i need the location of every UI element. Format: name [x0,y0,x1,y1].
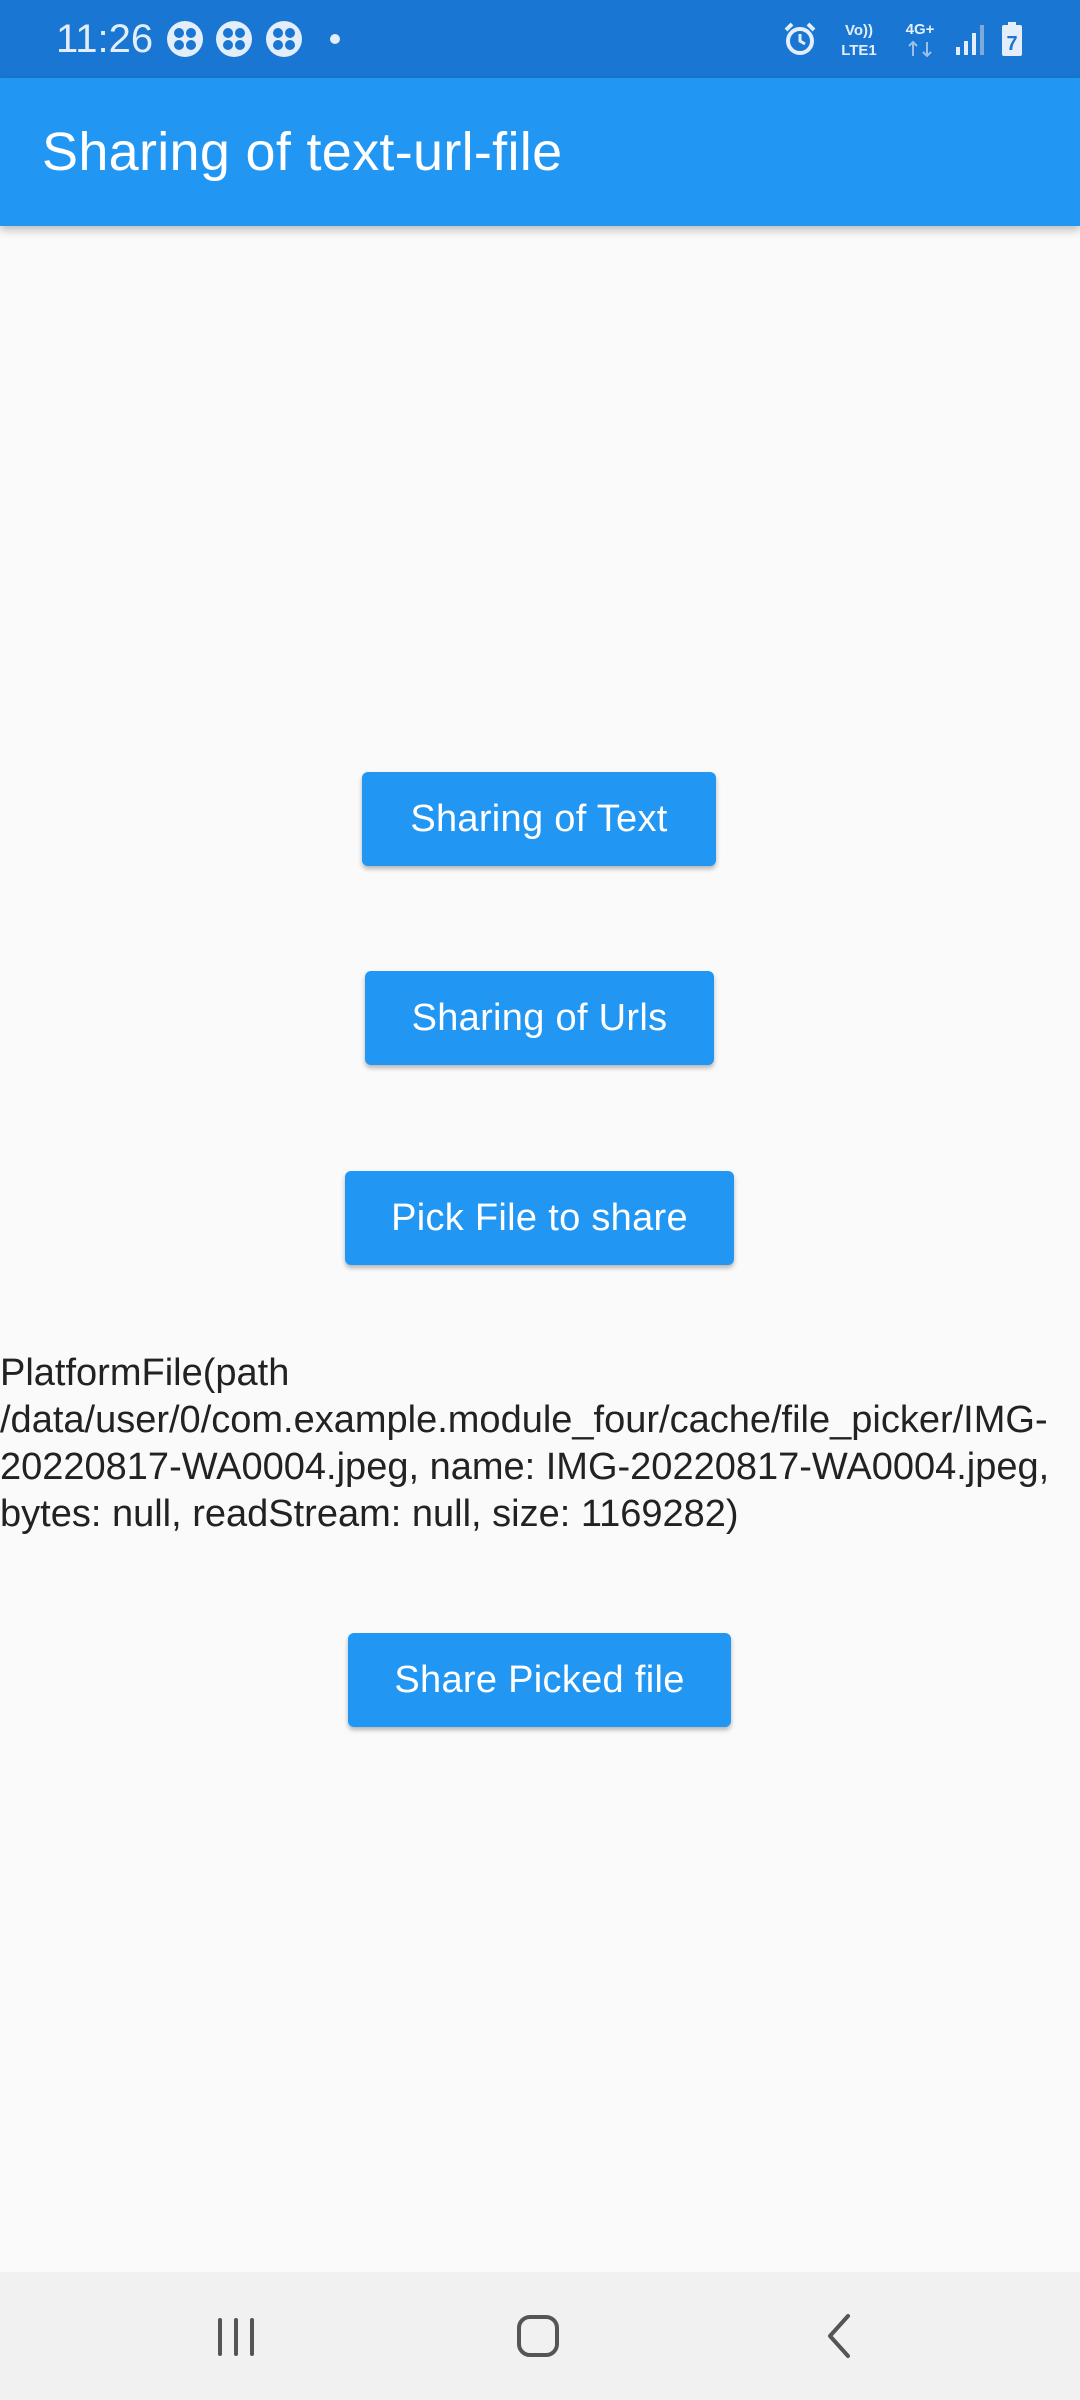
battery-icon: 7 [1002,22,1022,56]
home-icon[interactable] [502,2300,574,2372]
picked-file-info: PlatformFile(path /data/user/0/com.examp… [0,1352,1050,1535]
svg-text:4G+: 4G+ [906,21,935,38]
status-icons: Vo)) LTE1 4G+ 7 [782,18,1024,60]
network-type-icon: 4G+ [906,21,935,58]
svg-text:Vo)): Vo)) [845,22,873,39]
navigation-bar [0,2272,1080,2400]
app-bar: Sharing of text-url-file [0,78,1080,226]
app-notification-icon [216,21,252,57]
alarm-icon [784,22,816,55]
pick-file-button[interactable]: Pick File to share [345,1171,734,1265]
volte-lte-icon: Vo)) LTE1 [841,22,877,59]
svg-text:7: 7 [1006,33,1017,55]
status-bar: 11:26 [0,0,1080,78]
share-urls-button[interactable]: Sharing of Urls [365,971,714,1065]
back-icon[interactable] [804,2300,876,2372]
signal-icon [956,25,984,55]
recent-apps-icon[interactable] [200,2300,272,2372]
share-text-button[interactable]: Sharing of Text [362,772,716,866]
svg-text:LTE1: LTE1 [841,42,877,59]
more-notifications-dot [330,34,340,44]
share-picked-file-button[interactable]: Share Picked file [348,1633,731,1727]
app-notification-icon [167,21,203,57]
status-time: 11:26 [56,17,154,61]
page-title: Sharing of text-url-file [42,122,563,182]
app-notification-icon [266,21,302,57]
